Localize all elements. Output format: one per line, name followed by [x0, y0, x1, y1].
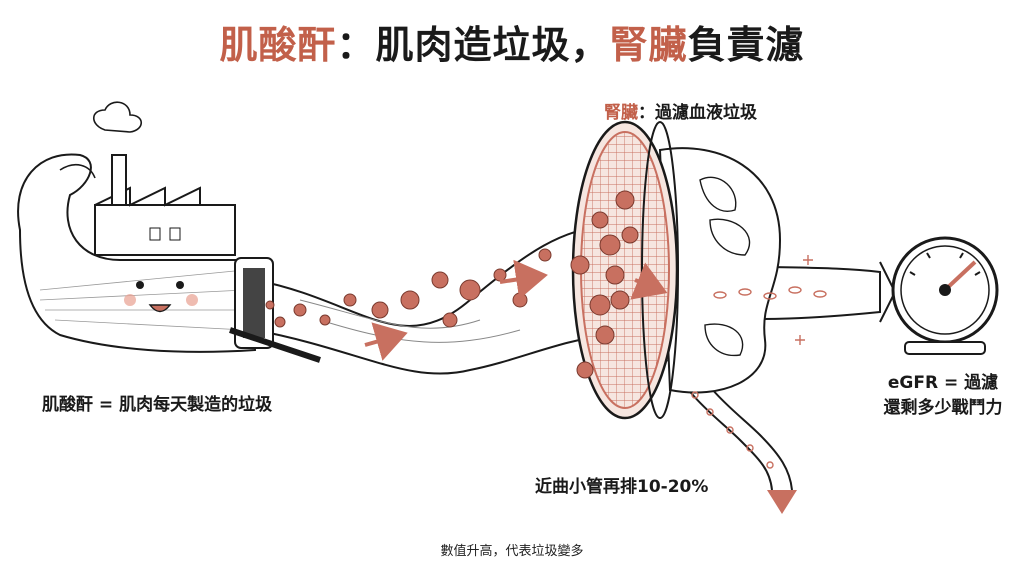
title-muscle-text: ：肌肉造垃圾，: [336, 23, 610, 67]
egfr-gauge-icon: [891, 236, 999, 355]
smoke-cloud-icon: [92, 101, 143, 133]
blood-vessel: [254, 223, 611, 375]
muscle-label: 肌酸酐 = 肌肉每天製造的垃圾: [42, 395, 273, 415]
sparkle-icons: [795, 255, 813, 345]
creatinine-particles: [265, 190, 639, 379]
flow-arrows: [364, 259, 668, 361]
kidney-illustration: [658, 147, 782, 394]
tubule-label: 近曲小管再排10-20%: [535, 477, 709, 497]
egfr-label-line1: eGFR = 過濾: [887, 373, 999, 393]
egfr-label-line2: 還剩多少戰鬥力: [883, 398, 1003, 418]
title-kidney: 腎臟: [609, 23, 688, 67]
factory-icon: [92, 101, 236, 256]
kidney-label: 腎臟：過濾血液垃圾: [604, 98, 757, 123]
page-title: 肌酸酐：肌肉造垃圾，腎臟負責濾: [0, 14, 1024, 69]
muscle-face: [124, 281, 198, 313]
kidney-label-desc: ：過濾血液垃圾: [638, 103, 757, 123]
title-creatinine: 肌酸酐: [219, 23, 337, 67]
filtered-particles: [691, 286, 827, 469]
title-filter-text: 負責濾: [687, 23, 805, 67]
footer-note: 數值升高，代表垃圾變多: [440, 544, 584, 559]
kidney-label-name: 腎臟: [604, 103, 638, 123]
egfr-label: eGFR = 過濾 還剩多少戰鬥力: [878, 368, 1008, 418]
conveyor-belt: [229, 257, 321, 363]
